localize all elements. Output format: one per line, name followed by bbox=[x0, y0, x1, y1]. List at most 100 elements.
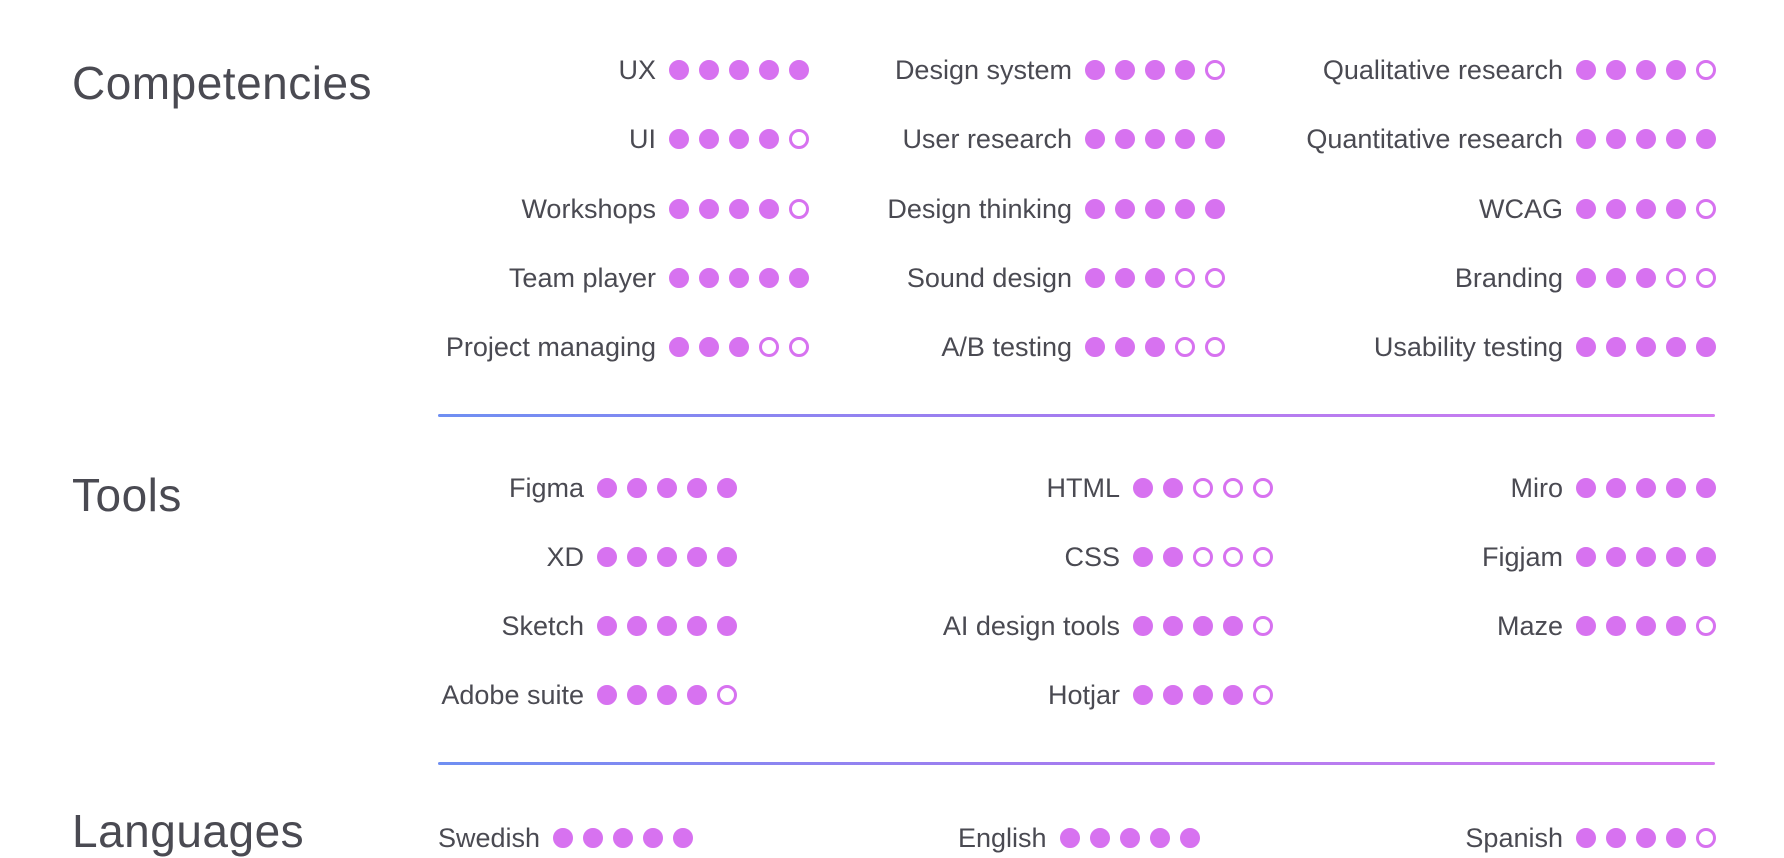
rating-dot-filled-icon bbox=[553, 828, 574, 848]
rating-dot-filled-icon bbox=[1115, 199, 1135, 219]
rating-dot-empty-icon bbox=[1696, 616, 1716, 636]
rating-dot-filled-icon bbox=[1606, 129, 1626, 149]
tool-label: Sketch bbox=[501, 610, 584, 641]
rating-dot-filled-icon bbox=[657, 478, 677, 498]
tool-label: Figma bbox=[508, 472, 584, 503]
competency-label: UX bbox=[618, 54, 656, 85]
competency-label: Team player bbox=[508, 262, 656, 293]
rating-dot-filled-icon bbox=[597, 547, 617, 567]
competency-item: Qualitative research bbox=[1323, 50, 1716, 90]
rating-dot-filled-icon bbox=[759, 129, 779, 149]
rating-dot-filled-icon bbox=[1636, 60, 1656, 80]
tool-item: CSS bbox=[1064, 537, 1273, 577]
tool-label: HTML bbox=[1046, 472, 1121, 503]
rating-dot-filled-icon bbox=[597, 616, 617, 636]
rating-dot-filled-icon bbox=[699, 199, 719, 219]
rating-dot-filled-icon bbox=[1576, 547, 1596, 567]
tool-label: Figjam bbox=[1481, 541, 1563, 572]
competency-label: UI bbox=[629, 123, 656, 154]
rating-dot-empty-icon bbox=[1253, 478, 1273, 498]
rating-dot-filled-icon bbox=[1145, 268, 1165, 288]
rating-dots bbox=[1085, 337, 1225, 357]
rating-dots bbox=[597, 547, 737, 567]
rating-dot-filled-icon bbox=[1085, 337, 1105, 357]
rating-dots bbox=[1576, 268, 1716, 288]
rating-dot-filled-icon bbox=[729, 199, 749, 219]
tool-item: Miro bbox=[1511, 468, 1716, 508]
rating-dot-empty-icon bbox=[1205, 337, 1225, 357]
languages-title: Languages bbox=[72, 805, 305, 857]
rating-dot-filled-icon bbox=[1085, 268, 1105, 288]
rating-dot-empty-icon bbox=[789, 337, 809, 357]
rating-dot-empty-icon bbox=[1223, 547, 1243, 567]
rating-dot-filled-icon bbox=[699, 268, 719, 288]
rating-dot-filled-icon bbox=[657, 685, 677, 705]
rating-dot-filled-icon bbox=[1115, 337, 1135, 357]
rating-dot-filled-icon bbox=[699, 60, 719, 80]
rating-dots bbox=[669, 268, 809, 288]
rating-dot-filled-icon bbox=[1205, 129, 1225, 149]
rating-dots bbox=[1085, 60, 1225, 80]
rating-dot-filled-icon bbox=[1636, 547, 1656, 567]
rating-dots bbox=[597, 685, 737, 705]
competency-label: Quantitative research bbox=[1306, 123, 1563, 154]
rating-dot-filled-icon bbox=[1175, 129, 1195, 149]
competency-item: WCAG bbox=[1479, 189, 1716, 229]
rating-dot-filled-icon bbox=[1085, 199, 1105, 219]
rating-dot-filled-icon bbox=[1163, 685, 1183, 705]
rating-dot-filled-icon bbox=[1666, 547, 1686, 567]
rating-dot-filled-icon bbox=[669, 199, 689, 219]
tool-label: CSS bbox=[1064, 541, 1120, 572]
competencies-title: Competencies bbox=[72, 57, 373, 109]
rating-dot-filled-icon bbox=[1133, 478, 1153, 498]
rating-dot-filled-icon bbox=[1606, 478, 1626, 498]
rating-dot-filled-icon bbox=[1606, 828, 1626, 848]
rating-dot-filled-icon bbox=[1205, 199, 1225, 219]
rating-dots bbox=[1133, 616, 1273, 636]
rating-dot-empty-icon bbox=[1696, 60, 1716, 80]
section-divider-competencies bbox=[438, 414, 1715, 417]
rating-dot-filled-icon bbox=[1163, 478, 1183, 498]
rating-dots bbox=[1133, 685, 1273, 705]
rating-dot-filled-icon bbox=[1175, 60, 1195, 80]
rating-dot-filled-icon bbox=[1606, 616, 1626, 636]
rating-dot-filled-icon bbox=[1696, 337, 1716, 357]
rating-dot-filled-icon bbox=[1636, 616, 1656, 636]
rating-dot-filled-icon bbox=[657, 547, 677, 567]
rating-dot-filled-icon bbox=[687, 547, 707, 567]
rating-dot-filled-icon bbox=[1576, 199, 1596, 219]
rating-dot-filled-icon bbox=[597, 478, 617, 498]
rating-dots bbox=[1576, 547, 1716, 567]
rating-dot-filled-icon bbox=[1666, 199, 1686, 219]
rating-dot-empty-icon bbox=[1253, 616, 1273, 636]
rating-dot-filled-icon bbox=[669, 337, 689, 357]
rating-dot-filled-icon bbox=[1636, 828, 1656, 848]
rating-dot-empty-icon bbox=[1205, 268, 1225, 288]
rating-dot-filled-icon bbox=[1666, 478, 1686, 498]
rating-dot-filled-icon bbox=[1223, 685, 1243, 705]
rating-dot-empty-icon bbox=[789, 129, 809, 149]
rating-dot-filled-icon bbox=[1145, 337, 1165, 357]
rating-dot-filled-icon bbox=[1193, 685, 1213, 705]
tool-item: Figma bbox=[509, 468, 737, 508]
tool-label: AI design tools bbox=[942, 610, 1120, 641]
competency-item: UI bbox=[629, 119, 809, 159]
rating-dot-filled-icon bbox=[789, 268, 809, 288]
rating-dots bbox=[1576, 337, 1716, 357]
tool-item: Maze bbox=[1497, 606, 1716, 646]
rating-dot-filled-icon bbox=[1576, 828, 1596, 848]
rating-dot-filled-icon bbox=[1666, 828, 1686, 848]
rating-dot-filled-icon bbox=[1666, 60, 1686, 80]
language-item: Spanish bbox=[1465, 818, 1716, 858]
competency-item: Design system bbox=[895, 50, 1225, 90]
rating-dot-filled-icon bbox=[1606, 199, 1626, 219]
rating-dot-empty-icon bbox=[1193, 478, 1213, 498]
rating-dot-empty-icon bbox=[1223, 478, 1243, 498]
rating-dot-empty-icon bbox=[1205, 60, 1225, 80]
rating-dots bbox=[1085, 268, 1225, 288]
competency-label: Design system bbox=[894, 54, 1072, 85]
rating-dot-filled-icon bbox=[1576, 129, 1596, 149]
rating-dot-filled-icon bbox=[1636, 129, 1656, 149]
competency-item: Workshops bbox=[521, 189, 809, 229]
rating-dots bbox=[669, 199, 809, 219]
